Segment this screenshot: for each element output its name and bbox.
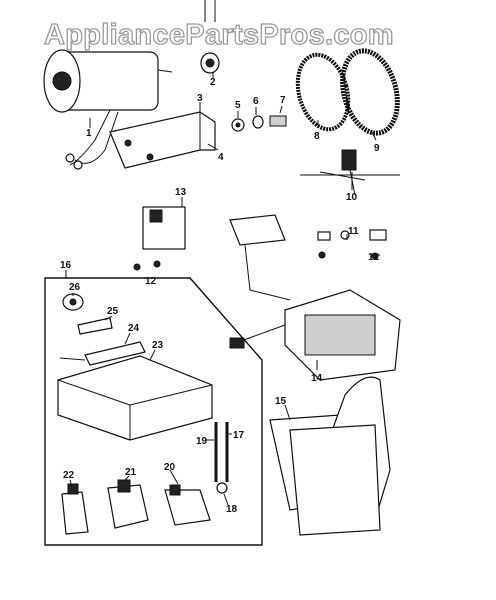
leader-lines <box>65 73 380 506</box>
callout-5: 5 <box>235 100 241 111</box>
callout-12b: 12 <box>145 276 157 287</box>
callout-22: 22 <box>63 470 75 481</box>
lamp-socket-part <box>300 149 400 196</box>
callout-7: 7 <box>280 95 286 106</box>
buttonhole-foot-part <box>107 479 149 529</box>
zipper-foot-part <box>164 484 211 526</box>
washer-part <box>231 118 245 132</box>
callout-10: 10 <box>346 192 358 203</box>
belt-part <box>295 48 400 136</box>
callout-12a: 12 <box>368 252 380 263</box>
callout-9: 9 <box>374 143 380 154</box>
lint-brush-part <box>77 317 113 335</box>
callout-21: 21 <box>125 467 137 478</box>
callout-4: 4 <box>218 152 224 163</box>
callout-6: 6 <box>253 96 259 107</box>
washer-small-part <box>216 482 228 494</box>
watermark-text: AppliancePartsPros.com <box>44 19 394 51</box>
motor-part <box>43 49 173 170</box>
spool-pin-part <box>214 422 229 482</box>
accessory-box-outline <box>44 277 263 546</box>
callout-8: 8 <box>314 131 320 142</box>
carrying-case-part <box>269 376 391 536</box>
foot-controller-part <box>229 214 401 381</box>
light-cover-part <box>133 206 186 271</box>
callout-11: 11 <box>348 226 359 237</box>
bobbin-part <box>62 293 84 311</box>
callout-14: 14 <box>311 373 323 384</box>
callout-26: 26 <box>69 282 81 293</box>
callout-24: 24 <box>128 323 140 334</box>
nut-part <box>252 115 264 129</box>
callout-25: 25 <box>107 306 119 317</box>
pulley-part <box>200 52 220 74</box>
screwdriver-part <box>59 341 146 366</box>
callout-15: 15 <box>275 396 287 407</box>
callout-19: 19 <box>196 436 208 447</box>
callout-1: 1 <box>86 128 92 139</box>
callout-20: 20 <box>164 462 176 473</box>
callout-18: 18 <box>226 504 238 515</box>
callout-2: 2 <box>210 77 216 88</box>
callout-labels: 1 2 3 4 5 6 7 8 9 10 11 12 12 13 14 15 1… <box>60 77 380 515</box>
callout-16: 16 <box>60 260 72 271</box>
callout-23: 23 <box>152 340 164 351</box>
callout-13: 13 <box>175 187 187 198</box>
screw-part <box>269 115 287 127</box>
callout-3: 3 <box>197 93 203 104</box>
callout-17: 17 <box>233 430 245 441</box>
accessory-case-part <box>57 355 213 441</box>
bracket-part <box>109 111 216 169</box>
presser-foot-part <box>61 483 89 535</box>
